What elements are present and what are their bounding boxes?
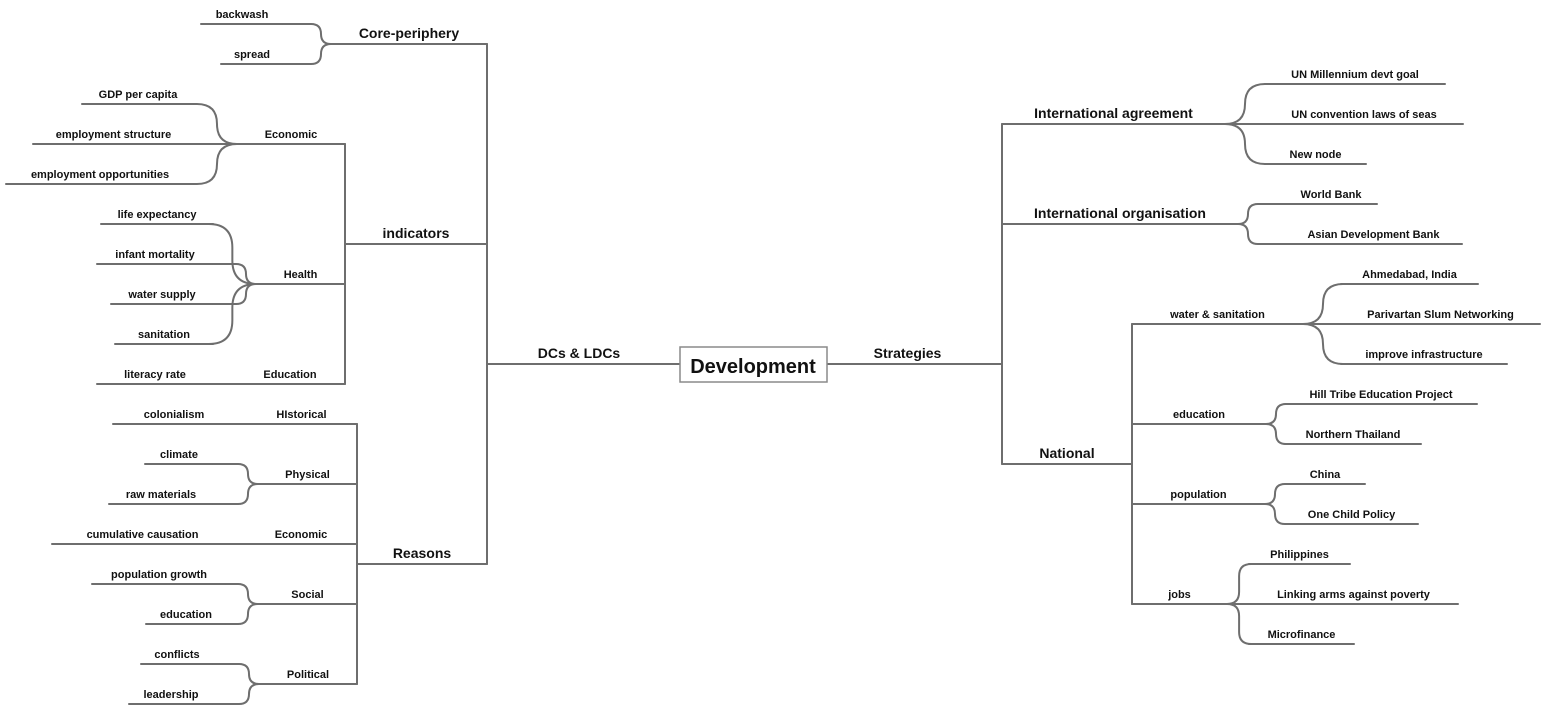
node-backwash[interactable]: backwash [216,9,269,21]
connector-un-millennium-devt-goal [1224,83,1266,125]
node-core-periphery[interactable]: Core-periphery [359,25,460,41]
connector-improve-infrastructure [1302,323,1344,365]
root-node-label[interactable]: Development [690,356,816,378]
connector-sanitation [208,283,257,345]
node-raw-materials[interactable]: raw materials [126,489,196,501]
node-physical[interactable]: Physical [285,469,330,481]
node-indicators[interactable]: indicators [383,225,450,241]
node-world-bank[interactable]: World Bank [1301,189,1363,201]
node-china[interactable]: China [1310,469,1341,481]
node-political[interactable]: Political [287,669,329,681]
node-one-child-policy[interactable]: One Child Policy [1308,509,1396,521]
node-reasons[interactable]: Reasons [393,545,452,561]
node-northern-thailand[interactable]: Northern Thailand [1306,429,1401,441]
node-strategies[interactable]: Strategies [874,345,942,361]
node-linking-arms-against-poverty[interactable]: Linking arms against poverty [1277,589,1431,601]
node-parivartan-slum-networking[interactable]: Parivartan Slum Networking [1367,309,1514,321]
node-dcs-and-ldcs[interactable]: DCs & LDCs [538,345,621,361]
mind-map-edges [5,23,1541,705]
node-leadership[interactable]: leadership [143,689,198,701]
node-economic[interactable]: Economic [265,129,318,141]
node-gdp-per-capita[interactable]: GDP per capita [99,89,179,101]
connector-population-growth [225,583,259,605]
node-health[interactable]: Health [284,269,318,281]
node-international-agreement[interactable]: International agreement [1034,105,1193,121]
node-literacy-rate[interactable]: literacy rate [124,369,186,381]
connector-china [1264,483,1286,505]
node-employment-opportunities[interactable]: employment opportunities [31,169,169,181]
node-national[interactable]: National [1039,445,1094,461]
node-social[interactable]: Social [291,589,323,601]
connector-life-expectancy [208,223,257,285]
connector-spread [282,43,332,65]
node-un-convention-laws-of-seas[interactable]: UN convention laws of seas [1291,109,1436,121]
mind-map-nodes: DCs & LDCs Core-periphery backwash spread in… [31,9,1514,701]
node-conflicts[interactable]: conflicts [154,649,199,661]
connector-asian-development-bank [1237,223,1286,245]
node-infant-mortality[interactable]: infant mortality [115,249,195,261]
node-hill-tribe-education-project[interactable]: Hill Tribe Education Project [1309,389,1452,401]
node-microfinance[interactable]: Microfinance [1268,629,1336,641]
connector-one-child-policy [1264,503,1286,525]
node-education[interactable]: Education [263,369,316,381]
connector-world-bank [1237,203,1286,225]
node-new-node[interactable]: New node [1290,149,1342,161]
node-employment-structure[interactable]: employment structure [56,129,172,141]
node-un-millennium-devt-goal[interactable]: UN Millennium devt goal [1291,69,1419,81]
node-ahmedabad-india[interactable]: Ahmedabad, India [1362,269,1458,281]
node-asian-development-bank[interactable]: Asian Development Bank [1307,229,1440,241]
connector-leadership [212,683,260,705]
connector-ahmedabad-india [1302,283,1344,325]
node-water-and-sanitation[interactable]: water & sanitation [1169,309,1265,321]
connector-employment-opportunities [193,143,238,185]
connector-gdp-per-capita [193,103,238,145]
node-population-growth[interactable]: population growth [111,569,207,581]
connector-new-node [1224,123,1266,165]
node-spread[interactable]: spread [234,49,270,61]
node-education[interactable]: education [160,609,212,621]
connector-philippines [1226,563,1252,605]
connector-conflicts [212,663,260,685]
connector-backwash [282,23,332,45]
node-sanitation[interactable]: sanitation [138,329,190,341]
connector-microfinance [1226,603,1252,645]
node-historical[interactable]: HIstorical [276,409,326,421]
connector-raw-materials [212,483,259,505]
node-colonialism[interactable]: colonialism [144,409,205,421]
node-population[interactable]: population [1170,489,1226,501]
connector-northern-thailand [1265,423,1287,445]
node-education[interactable]: education [1173,409,1225,421]
connector-climate [212,463,259,485]
node-jobs[interactable]: jobs [1167,589,1191,601]
node-life-expectancy[interactable]: life expectancy [118,209,198,221]
node-economic[interactable]: Economic [275,529,328,541]
node-international-organisation[interactable]: International organisation [1034,205,1206,221]
node-cumulative-causation[interactable]: cumulative causation [87,529,199,541]
node-improve-infrastructure[interactable]: improve infrastructure [1365,349,1482,361]
node-climate[interactable]: climate [160,449,198,461]
node-water-supply[interactable]: water supply [127,289,196,301]
root-node-box[interactable] [679,346,828,383]
connector-hill-tribe-education-project [1265,403,1287,425]
connector-infant-mortality [212,263,257,285]
connector-education [225,603,259,625]
node-philippines[interactable]: Philippines [1270,549,1329,561]
